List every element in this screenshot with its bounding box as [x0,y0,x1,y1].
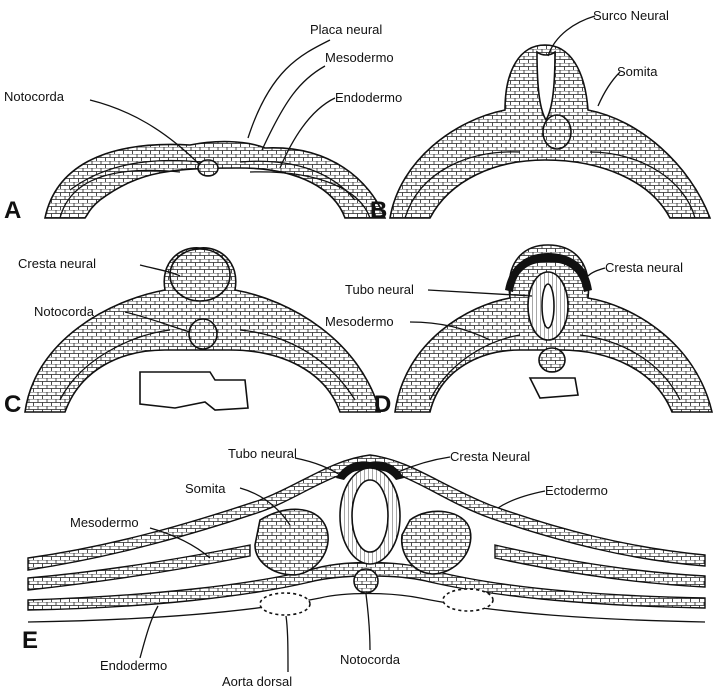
panel-d-neural-canal [542,284,554,328]
label-tubo-neural-d: Tubo neural [345,282,414,297]
label-notocorda-e: Notocorda [340,652,401,667]
panel-e-somite-left [255,509,328,575]
leader-mesodermo-a [262,66,325,150]
leader-notocorda-e [366,594,370,650]
leader-endodermo-e [140,606,158,658]
panel-e-letter: E [22,627,38,654]
panel-b-letter: B [370,197,387,224]
panel-c-notochord [189,319,217,349]
label-somita-b: Somita [617,64,658,79]
panel-a-notochord [198,160,218,176]
label-tubo-neural-e: Tubo neural [228,446,297,461]
label-placa-neural-a: Placa neural [310,22,382,37]
label-mesodermo-a: Mesodermo [325,50,394,65]
panel-a-embryo [45,142,385,218]
leader-aorta-dorsal-e [286,616,288,672]
label-cresta-neural-c: Cresta neural [18,256,96,271]
label-endodermo-a: Endodermo [335,90,402,105]
panel-d: D Cresta neural Tubo neural Mesodermo [325,245,712,418]
panel-c-letter: C [4,391,21,418]
panel-e: E Tubo neural Cresta Neural Somita Ectod… [22,446,705,689]
panel-d-letter: D [374,391,391,418]
leader-ectodermo-e [498,491,545,508]
panel-c-gut-cavity [140,372,248,410]
label-endodermo-e: Endodermo [100,658,167,673]
leader-cresta-neural-d [588,268,605,276]
label-notocorda-c: Notocorda [34,304,95,319]
panel-e-somite-right [402,511,471,574]
panel-a-letter: A [4,197,21,224]
panel-c: C Cresta neural Notocorda [4,248,380,418]
label-surco-neural: Surco Neural [593,8,669,23]
label-somita-e: Somita [185,481,226,496]
label-mesodermo-d: Mesodermo [325,314,394,329]
label-notocorda-a: Notocorda [4,89,65,104]
panel-b: B Surco Neural Somita [370,8,710,224]
panel-e-neural-canal [352,480,388,552]
panel-e-aorta-right [443,589,493,611]
panel-d-notochord [539,348,565,372]
label-mesodermo-e: Mesodermo [70,515,139,530]
label-cresta-neural-e: Cresta Neural [450,449,530,464]
panel-e-notochord [354,569,378,593]
label-ectodermo-e: Ectodermo [545,483,608,498]
panel-d-gut-cavity [530,378,578,398]
panel-e-aorta-left [260,593,310,615]
panel-a: A Placa neural Mesodermo Notocorda Endod… [4,22,402,224]
label-aorta-dorsal-e: Aorta dorsal [222,674,292,689]
panel-b-notochord [543,115,571,149]
label-cresta-neural-d: Cresta neural [605,260,683,275]
panel-e-mesoderm-band [28,545,250,590]
leader-placa-neural-a [248,40,330,138]
